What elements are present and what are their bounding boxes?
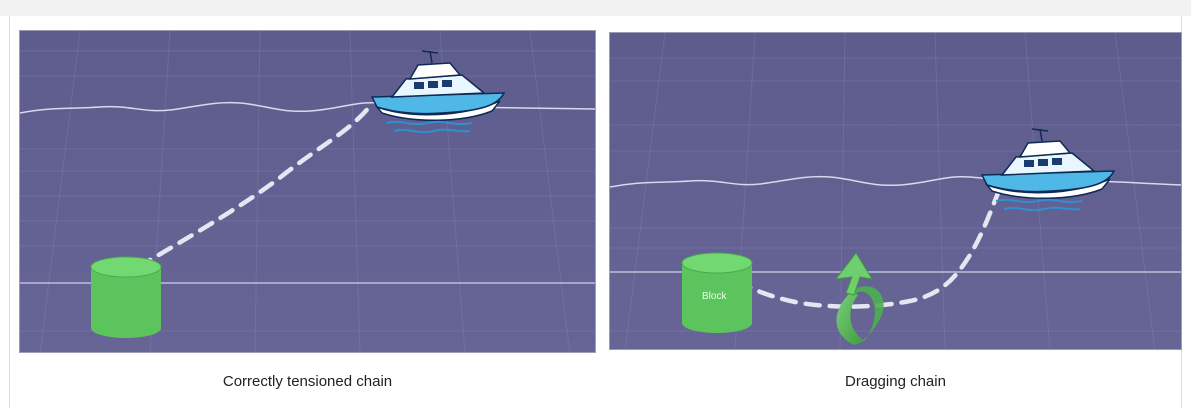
diagram-panel-dragging: Block bbox=[609, 32, 1182, 350]
anchor-block bbox=[91, 257, 161, 338]
block-label: Block bbox=[702, 291, 727, 302]
caption-tensioned: Correctly tensioned chain bbox=[19, 373, 596, 390]
dragging-scene: Block bbox=[610, 33, 1182, 350]
tensioned-scene bbox=[20, 31, 596, 353]
anchor-block: Block bbox=[682, 253, 752, 333]
diagram-panel-tensioned bbox=[19, 30, 596, 353]
top-strip bbox=[0, 0, 1191, 16]
caption-dragging: Dragging chain bbox=[609, 373, 1182, 390]
